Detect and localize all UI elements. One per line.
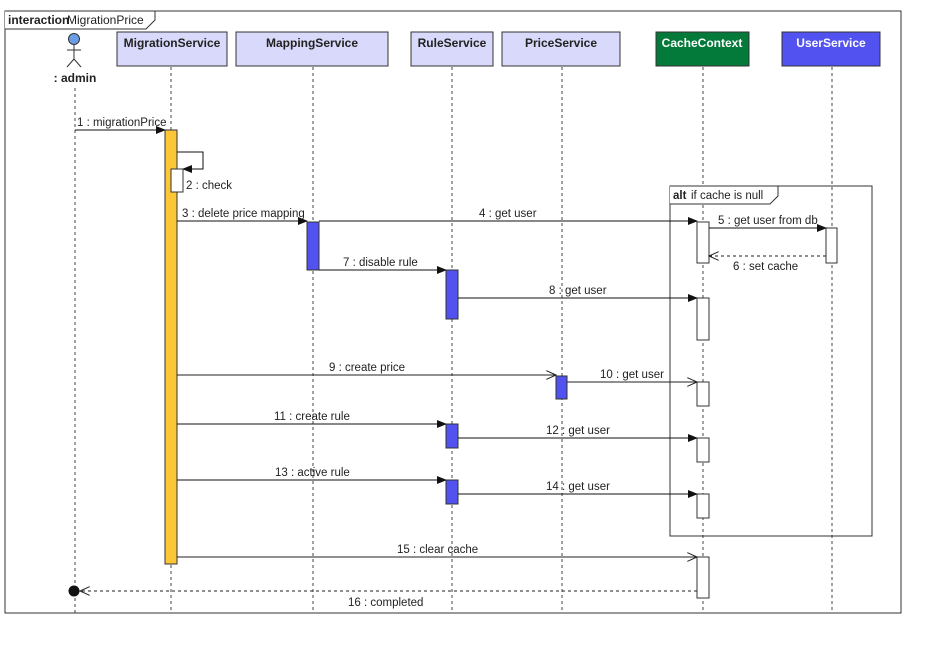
- lifelines: [74, 67, 833, 613]
- svg-text:5 : get user from db: 5 : get user from db: [718, 215, 818, 227]
- message-2: 2 : check: [177, 151, 232, 192]
- activation-cache-3: [696, 381, 710, 407]
- svg-text:11 : create rule: 11 : create rule: [274, 411, 350, 423]
- message-1: 1 : migrationPrice: [75, 117, 166, 134]
- header-cache-context: CacheContext: [655, 31, 750, 67]
- svg-text:1 : migrationPrice: 1 : migrationPrice: [77, 117, 166, 129]
- svg-text:10 : get user: 10 : get user: [600, 369, 664, 381]
- message-11: 11 : create rule: [177, 411, 447, 428]
- message-7: 7 : disable rule: [319, 257, 447, 274]
- activation-cache-4: [696, 437, 710, 463]
- activation-rule-1: [445, 269, 459, 320]
- svg-text:UserService: UserService: [796, 36, 866, 50]
- message-6: 6 : set cache: [709, 256, 826, 273]
- message-13: 13 : active rule: [177, 467, 447, 484]
- message-9: 9 : create price: [177, 362, 556, 375]
- activation-cache-1: [696, 221, 710, 264]
- actor-head: [68, 33, 80, 45]
- svg-text:CacheContext: CacheContext: [662, 36, 743, 50]
- alt-guard: if cache is null: [691, 190, 763, 202]
- header-user-service: UserService: [781, 31, 881, 67]
- frame-tab: [5, 10, 156, 30]
- message-4: 4 : get user: [319, 208, 698, 225]
- interaction-frame: [4, 10, 902, 614]
- message-16: 16 : completed: [68, 585, 697, 609]
- final-node: [68, 585, 80, 597]
- svg-text:15 : clear cache: 15 : clear cache: [397, 544, 478, 556]
- message-10: 10 : get user: [567, 369, 697, 382]
- activation-price: [555, 375, 568, 400]
- activations: [164, 129, 838, 599]
- activation-mapping: [306, 221, 320, 271]
- svg-text:2 : check: 2 : check: [186, 180, 232, 192]
- message-3: 3 : delete price mapping: [177, 208, 308, 225]
- header-migration-service: MigrationService: [116, 31, 228, 67]
- svg-text:MappingService: MappingService: [266, 36, 358, 50]
- svg-text:9 : create price: 9 : create price: [329, 362, 405, 374]
- alt-fragment: alt if cache is null: [669, 185, 873, 537]
- svg-text:4 : get user: 4 : get user: [479, 208, 537, 220]
- header-mapping-service: MappingService: [235, 31, 389, 67]
- frame-name: MigrationPrice: [67, 13, 144, 27]
- actor-admin: : admin: [54, 33, 97, 85]
- svg-text:8 : get user: 8 : get user: [549, 285, 607, 297]
- activation-cache-6: [696, 556, 710, 599]
- header-rule-service: RuleService: [410, 31, 494, 67]
- svg-text:PriceService: PriceService: [525, 36, 597, 50]
- svg-text:14 : get user: 14 : get user: [546, 481, 610, 493]
- activation-migration-check: [170, 168, 184, 193]
- svg-text:16 : completed: 16 : completed: [348, 597, 423, 609]
- svg-text:6 : set cache: 6 : set cache: [733, 261, 798, 273]
- message-8: 8 : get user: [458, 285, 698, 302]
- svg-text:12 : get user: 12 : get user: [546, 425, 610, 437]
- svg-text:7 : disable rule: 7 : disable rule: [343, 257, 418, 269]
- message-5: 5 : get user from db: [709, 215, 827, 232]
- activation-rule-2: [445, 423, 459, 449]
- activation-migration: [164, 129, 178, 565]
- svg-text:3 : delete price mapping: 3 : delete price mapping: [182, 208, 305, 220]
- alt-keyword: alt: [673, 190, 687, 202]
- activation-rule-3: [445, 479, 459, 505]
- activation-cache-2: [696, 297, 710, 341]
- header-price-service: PriceService: [501, 31, 621, 67]
- svg-text:RuleService: RuleService: [418, 36, 487, 50]
- message-14: 14 : get user: [458, 481, 698, 498]
- message-12: 12 : get user: [458, 425, 698, 442]
- frame-keyword: interaction: [8, 13, 69, 27]
- activation-user: [825, 227, 838, 264]
- activation-cache-5: [696, 493, 710, 519]
- actor-label: : admin: [54, 71, 97, 85]
- svg-text:13 : active rule: 13 : active rule: [275, 467, 350, 479]
- svg-text:MigrationService: MigrationService: [124, 36, 221, 50]
- message-15: 15 : clear cache: [177, 544, 697, 557]
